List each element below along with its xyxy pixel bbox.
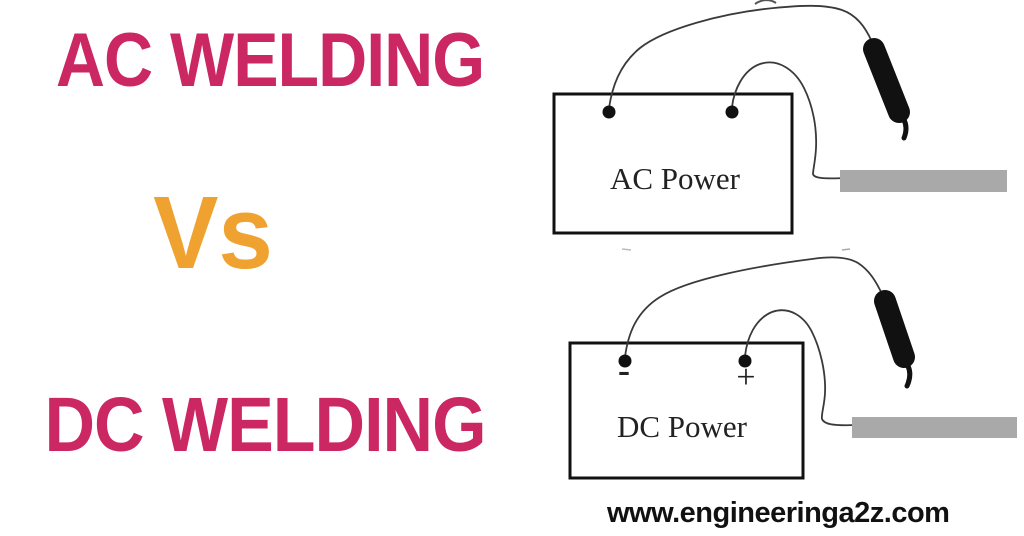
ac-welding-title: AC WELDING: [55, 17, 485, 103]
ac-terminal-left-dot: [602, 105, 616, 119]
dc-power-box-label: DC Power: [617, 409, 748, 444]
left-text-panel: AC WELDING Vs DC WELDING: [44, 22, 486, 463]
ac-workpiece-bar: [840, 170, 1007, 192]
dc-power-box: [568, 341, 805, 480]
stray-dash-mark-lower: [621, 248, 632, 251]
dc-positive-label: +: [736, 359, 755, 396]
ac-circuit-diagram: AC Power: [552, 4, 1007, 235]
circuit-diagram-panel: AC Power - +: [512, 0, 1024, 536]
stray-dash-mark-upper: [841, 248, 851, 251]
ac-power-box-label: AC Power: [610, 161, 741, 196]
versus-label: Vs: [153, 174, 273, 291]
dc-terminal-positive-dot: [738, 354, 752, 368]
welding-circuits-svg: AC Power - +: [552, 0, 1017, 480]
dc-terminal-negative-dot: [618, 354, 632, 368]
clipped-wire-stub: [754, 0, 777, 5]
dc-electrode-holder-icon: [874, 290, 915, 368]
dc-welding-title: DC WELDING: [44, 381, 486, 468]
dc-negative-label: -: [618, 350, 630, 390]
website-watermark: www.engineeringa2z.com: [607, 497, 950, 529]
ac-terminal-right-dot: [725, 105, 739, 119]
dc-circuit-diagram: - + DC Power: [568, 256, 1017, 480]
ac-electrode-cable-wire: [608, 4, 873, 109]
dc-workpiece-bar: [852, 417, 1017, 438]
ac-work-lead-wire: [731, 61, 848, 180]
ac-power-box: [552, 92, 794, 235]
dc-electrode-tip: [900, 356, 913, 389]
dc-work-lead-wire: [744, 309, 858, 427]
ac-electrode-holder-icon: [863, 38, 910, 123]
ac-electrode-tip: [896, 110, 909, 141]
dc-electrode-cable-wire: [624, 256, 884, 358]
